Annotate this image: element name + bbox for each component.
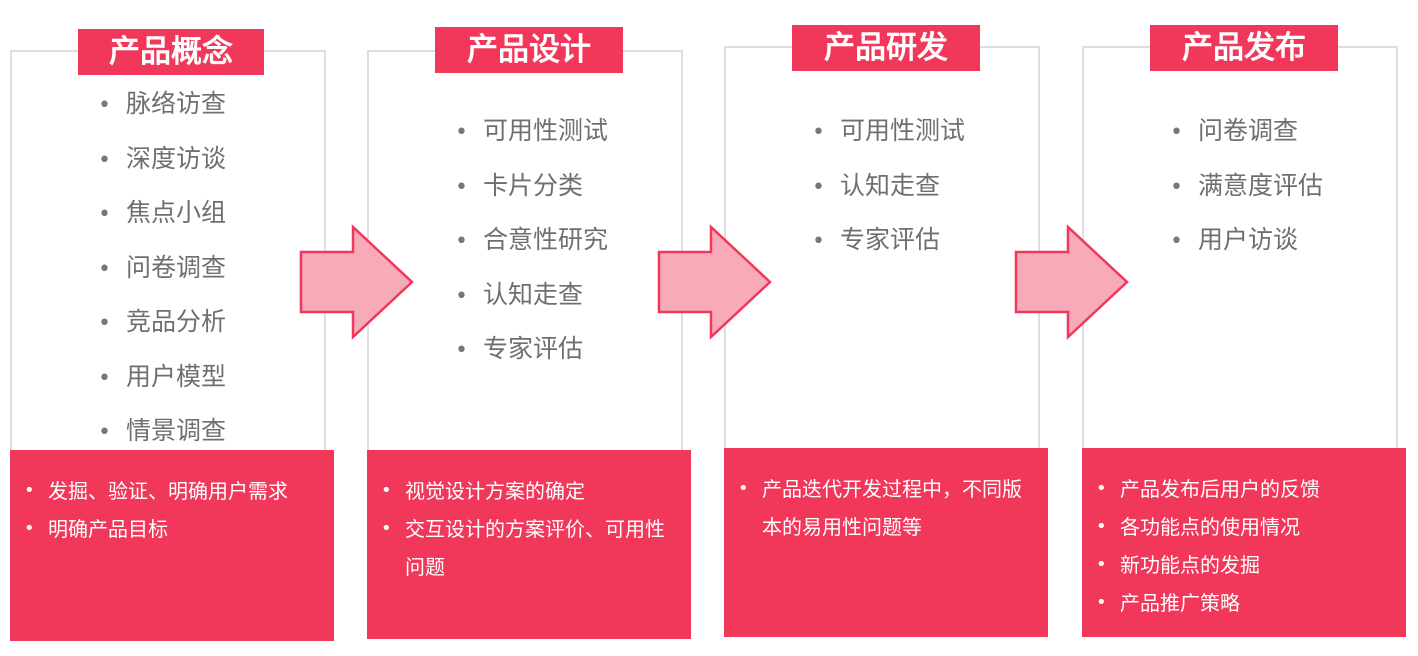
method-item: 问卷调查 bbox=[1198, 116, 1323, 171]
method-item: 卡片分类 bbox=[483, 171, 608, 226]
method-item: 可用性测试 bbox=[840, 116, 965, 171]
goal-item: 视觉设计方案的确定 bbox=[381, 472, 677, 510]
method-item: 脉络访查 bbox=[126, 89, 226, 144]
method-list: 脉络访查 深度访谈 焦点小组 问卷调查 竞品分析 用户模型 情景调查 bbox=[126, 89, 226, 471]
method-item: 问卷调查 bbox=[126, 253, 226, 308]
goal-item: 各功能点的使用情况 bbox=[1096, 508, 1392, 546]
method-item: 用户访谈 bbox=[1198, 225, 1323, 280]
right-arrow-icon bbox=[657, 224, 772, 340]
method-item: 合意性研究 bbox=[483, 225, 608, 280]
stage-title: 产品研发 bbox=[792, 25, 980, 71]
goal-panel: 视觉设计方案的确定 交互设计的方案评价、可用性问题 bbox=[367, 450, 691, 639]
method-item: 专家评估 bbox=[483, 334, 608, 389]
method-item: 满意度评估 bbox=[1198, 171, 1323, 226]
right-arrow-icon bbox=[299, 224, 414, 340]
method-list: 可用性测试 认知走查 专家评估 bbox=[840, 116, 965, 280]
goal-item: 新功能点的发掘 bbox=[1096, 546, 1392, 584]
goal-item: 发掘、验证、明确用户需求 bbox=[24, 472, 320, 510]
stage-title: 产品发布 bbox=[1150, 25, 1338, 71]
method-item: 可用性测试 bbox=[483, 116, 608, 171]
stage-title: 产品设计 bbox=[435, 27, 623, 73]
goal-item: 交互设计的方案评价、可用性问题 bbox=[381, 510, 677, 586]
method-item: 竞品分析 bbox=[126, 307, 226, 362]
method-list: 可用性测试 卡片分类 合意性研究 认知走查 专家评估 bbox=[483, 116, 608, 389]
method-list: 问卷调查 满意度评估 用户访谈 bbox=[1198, 116, 1323, 280]
method-item: 认知走查 bbox=[840, 171, 965, 226]
method-item: 情景调查 bbox=[126, 416, 226, 471]
method-item: 焦点小组 bbox=[126, 198, 226, 253]
goal-panel: 发掘、验证、明确用户需求 明确产品目标 bbox=[10, 450, 334, 641]
goal-panel: 产品发布后用户的反馈 各功能点的使用情况 新功能点的发掘 产品推广策略 bbox=[1082, 448, 1406, 637]
method-item: 专家评估 bbox=[840, 225, 965, 280]
method-item: 深度访谈 bbox=[126, 144, 226, 199]
method-item: 认知走查 bbox=[483, 280, 608, 335]
goal-item: 明确产品目标 bbox=[24, 510, 320, 548]
goal-item: 产品发布后用户的反馈 bbox=[1096, 470, 1392, 508]
goal-item: 产品推广策略 bbox=[1096, 584, 1392, 622]
stage-title: 产品概念 bbox=[78, 29, 264, 75]
goal-panel: 产品迭代开发过程中，不同版本的易用性问题等 bbox=[724, 448, 1048, 637]
goal-item: 产品迭代开发过程中，不同版本的易用性问题等 bbox=[738, 470, 1034, 546]
right-arrow-icon bbox=[1014, 224, 1129, 340]
method-item: 用户模型 bbox=[126, 362, 226, 417]
